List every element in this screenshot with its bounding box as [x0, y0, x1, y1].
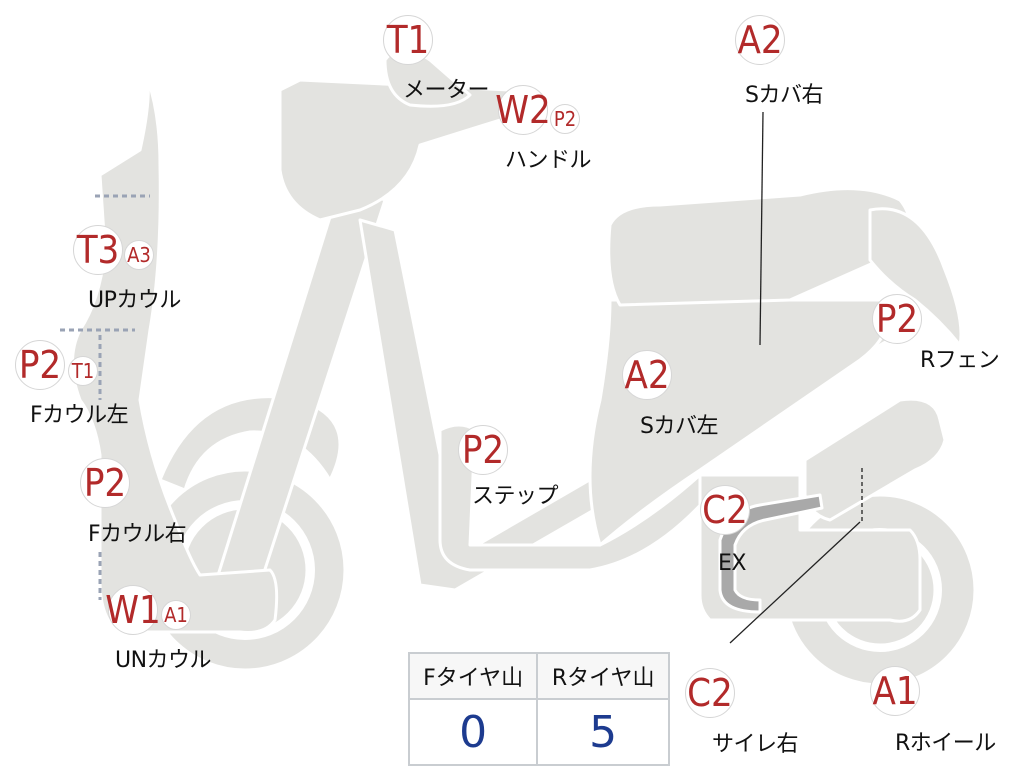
rear-tail [868, 207, 963, 347]
code-f-cowl-left-1: P2 [15, 340, 65, 390]
code-r-wheel: A1 [870, 666, 920, 716]
label-silencer-right: サイレ右 [712, 732, 799, 757]
code-handle-2: P2 [550, 104, 580, 134]
code-meter-1: T1 [383, 15, 433, 65]
label-handle: ハンドル [505, 148, 592, 173]
label-f-cowl-left: Fカウル左 [30, 403, 129, 428]
label-step: ステップ [472, 484, 559, 509]
value-front-tire: 0 [407, 698, 539, 766]
value-rear-tire: 5 [536, 698, 670, 766]
code-step: P2 [458, 425, 508, 475]
leader-s-cover-right [759, 111, 764, 346]
label-un-cowl: UNカウル [115, 648, 212, 673]
code-up-cowl-2: A3 [124, 240, 154, 270]
code-f-cowl-left-2: T1 [68, 356, 98, 386]
code-up-cowl-1: T3 [73, 225, 123, 275]
seat [607, 187, 911, 307]
code-handle-1: W2 [495, 85, 551, 135]
label-s-cover-right: Sカバ右 [745, 83, 823, 108]
code-f-cowl-right: P2 [80, 458, 130, 508]
header-rear-tire: Rタイヤ山 [536, 652, 670, 700]
tire-tread-table: Fタイヤ山 Rタイヤ山 0 5 [407, 652, 670, 766]
code-s-cover-left: A2 [622, 350, 672, 400]
code-un-cowl-2: A1 [161, 600, 191, 630]
label-f-cowl-right: Fカウル右 [88, 522, 187, 547]
code-silencer-right: C2 [685, 668, 735, 718]
label-meter: メーター [403, 78, 490, 103]
label-up-cowl: UPカウル [88, 288, 181, 313]
leader-silencer [729, 521, 861, 644]
label-r-wheel: Rホイール [895, 731, 996, 756]
code-un-cowl-1: W1 [105, 585, 161, 635]
code-r-fender: P2 [872, 294, 922, 344]
code-s-cover-right: A2 [735, 15, 785, 65]
label-r-fender: Rフェン [920, 348, 1000, 373]
label-s-cover-left: Sカバ左 [640, 414, 718, 439]
header-front-tire: Fタイヤ山 [407, 652, 539, 700]
label-ex: EX [718, 551, 746, 576]
code-ex: C2 [700, 485, 750, 535]
